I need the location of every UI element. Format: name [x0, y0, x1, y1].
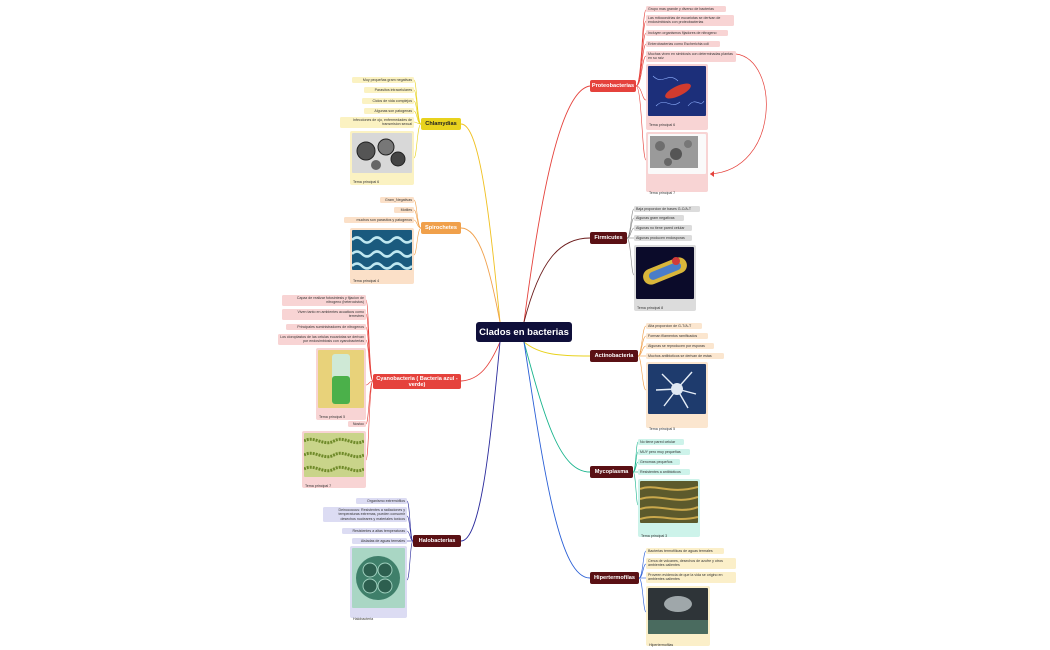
ecoli-micrograph-image	[648, 66, 706, 116]
firmicutes-item[interactable]: Algunas no tiene pared celular	[634, 225, 692, 232]
spirochete-micrograph-image	[351, 230, 413, 270]
mycoplasma-micrograph-image	[639, 481, 699, 523]
chlamydia-micrograph-image	[352, 133, 412, 173]
image-caption: Halobacteria	[353, 617, 374, 621]
cyanobacteria-image-card[interactable]: Tema principal 7	[302, 431, 366, 488]
hipertermofilas-image-card[interactable]: Hipertermofilas	[646, 586, 710, 647]
image-caption: Hipertermofilas	[649, 643, 674, 647]
branch-chlamydias[interactable]: Chlamydias	[421, 118, 461, 130]
image-caption: Tema principal 5	[649, 427, 676, 431]
branch-proteobacterias[interactable]: Proteobacterias	[590, 80, 636, 92]
hipertermofilas-item[interactable]: Bacterias termofilicas de aguas termales	[646, 548, 724, 555]
spirochetes-image-card[interactable]: Tema principal 4	[350, 228, 414, 284]
firmicutes-item[interactable]: Algunas producen endosporas	[634, 235, 692, 242]
spirochetes-item[interactable]: Motiles	[394, 207, 414, 214]
chlamydias-item[interactable]: Infecciones de ojo, enfermedades de tran…	[340, 117, 414, 128]
mycoplasma-item[interactable]: Genomas pequeños	[638, 459, 680, 466]
mycoplasma-item[interactable]: No tiene pared celular	[638, 439, 684, 446]
cyanobacteria-item[interactable]: Nostoc	[348, 421, 366, 428]
image-caption: Tema principal 8	[637, 306, 664, 310]
cyanobacteria-item[interactable]: Principales suministradores de nitrogeno…	[286, 324, 366, 331]
actinobacteria-item[interactable]: Algunas se reproducen por esporas	[646, 343, 714, 350]
image-caption: Tema principal 7	[305, 484, 332, 488]
cyanobacteria-item[interactable]: Los cloroplastos de las celulas eucariot…	[278, 334, 366, 345]
bacillus-micrograph-image	[636, 247, 694, 299]
halobacterias-item[interactable]: Resistentes a altas temperaturas	[342, 528, 407, 535]
branch-hipertermofilas[interactable]: Hipertermofilas	[590, 572, 639, 584]
chlamydias-image-card[interactable]: Tema principal 6	[350, 131, 414, 185]
cyanobacteria-item[interactable]: Capaz de realizar fotosintesis y fijacio…	[282, 295, 366, 306]
halobacterias-image-card[interactable]: Halobacteria	[350, 546, 407, 621]
nostoc-micrograph-image	[303, 433, 365, 477]
spirochetes-item[interactable]: Gram_Negativas	[380, 197, 414, 204]
mitochondria-micrograph-image	[648, 134, 706, 174]
proteobacterias-item[interactable]: Incluyen organismos fijadores de nitroge…	[646, 30, 728, 37]
hipertermofilas-item[interactable]: Cerca de volcanes, desechos de azufre y …	[646, 558, 736, 569]
cyanobacteria-image-card[interactable]: Tema principal 5	[316, 348, 366, 420]
firmicutes-item[interactable]: Algunas gram negativas	[634, 215, 684, 222]
image-caption: Tema principal 7	[649, 191, 676, 195]
chlamydias-item[interactable]: Algunas son patogenas	[364, 108, 414, 115]
mycoplasma-item[interactable]: Resistentes a antibioticos	[638, 469, 690, 476]
image-caption: Tema principal 6	[353, 180, 380, 184]
hipertermofilas-item[interactable]: Proveen evidencia de que la vida se orig…	[646, 572, 736, 583]
branch-spirochetes[interactable]: Spirochetes	[421, 222, 461, 234]
image-caption: Tema principal 4	[353, 279, 380, 283]
actinobacteria-image-card[interactable]: Tema principal 5	[646, 362, 708, 431]
chlamydias-item[interactable]: Parasitos intracelulares	[364, 87, 414, 94]
halobacterias-item[interactable]: Deinococcus: Resistentes a radiaciones y…	[323, 507, 407, 522]
branch-cyanobacteria[interactable]: Cyanobacteria ( Bacteria azul - verde)	[373, 374, 461, 389]
image-caption: Tema principal 6	[649, 123, 676, 127]
image-caption: Tema principal 3	[641, 534, 668, 538]
proteobacterias-image-card[interactable]: Tema principal 6	[646, 64, 708, 130]
central-topic[interactable]: Clados en bacterias	[476, 322, 572, 342]
halobacterias-item[interactable]: Aisladas de aguas termales	[352, 538, 407, 545]
actinobacteria-micrograph-image	[648, 364, 706, 414]
cyanobacteria-culture-image	[318, 350, 364, 408]
cyanobacteria-item[interactable]: Viven tanto en ambientes acuaticos como …	[282, 309, 366, 320]
chlamydias-item[interactable]: Muy pequeñas gram negativas	[352, 77, 414, 84]
hot-spring-photo-image	[648, 588, 708, 634]
actinobacteria-item[interactable]: Forman filamentos ramificados	[646, 333, 708, 340]
proteobacterias-item[interactable]: Grupo mas grande y diverso de bacterias	[646, 6, 726, 13]
chlamydias-item[interactable]: Ciclos de vida complejos	[362, 98, 414, 105]
proteobacterias-item[interactable]: Enterobacterias como Escherichia coli	[646, 41, 720, 48]
spirochetes-item[interactable]: muchos son parasitos y patogenos	[344, 217, 414, 224]
mycoplasma-item[interactable]: MUY pero muy pequeñas	[638, 449, 690, 456]
proteobacterias-item[interactable]: Las mitocondrias de eucariotas se deriva…	[646, 15, 734, 26]
firmicutes-image-card[interactable]: Tema principal 8	[634, 245, 696, 311]
halobacteria-micrograph-image	[352, 548, 405, 608]
proteobacterias-image-card[interactable]: Tema principal 7	[646, 132, 708, 195]
proteobacterias-item[interactable]: Muchas viven en simbiosis con determinad…	[646, 51, 736, 62]
branch-actinobacteria[interactable]: Actinobacteria	[590, 350, 638, 362]
actinobacteria-item[interactable]: Muchos antibioticos se derivan de estas	[646, 353, 724, 360]
firmicutes-item[interactable]: Baja proporcion de bases G-C/A-T	[634, 206, 700, 213]
image-caption: Tema principal 5	[319, 415, 346, 419]
branch-mycoplasma[interactable]: Mycoplasma	[590, 466, 633, 478]
mycoplasma-image-card[interactable]: Tema principal 3	[638, 479, 700, 538]
halobacterias-item[interactable]: Organismo extremófilos	[356, 498, 407, 505]
branch-firmicutes[interactable]: Firmicutes	[590, 232, 627, 244]
actinobacteria-item[interactable]: Alta proporcion de G-T/A-T	[646, 323, 702, 330]
branch-halobacterias[interactable]: Halobacterias	[413, 535, 461, 547]
